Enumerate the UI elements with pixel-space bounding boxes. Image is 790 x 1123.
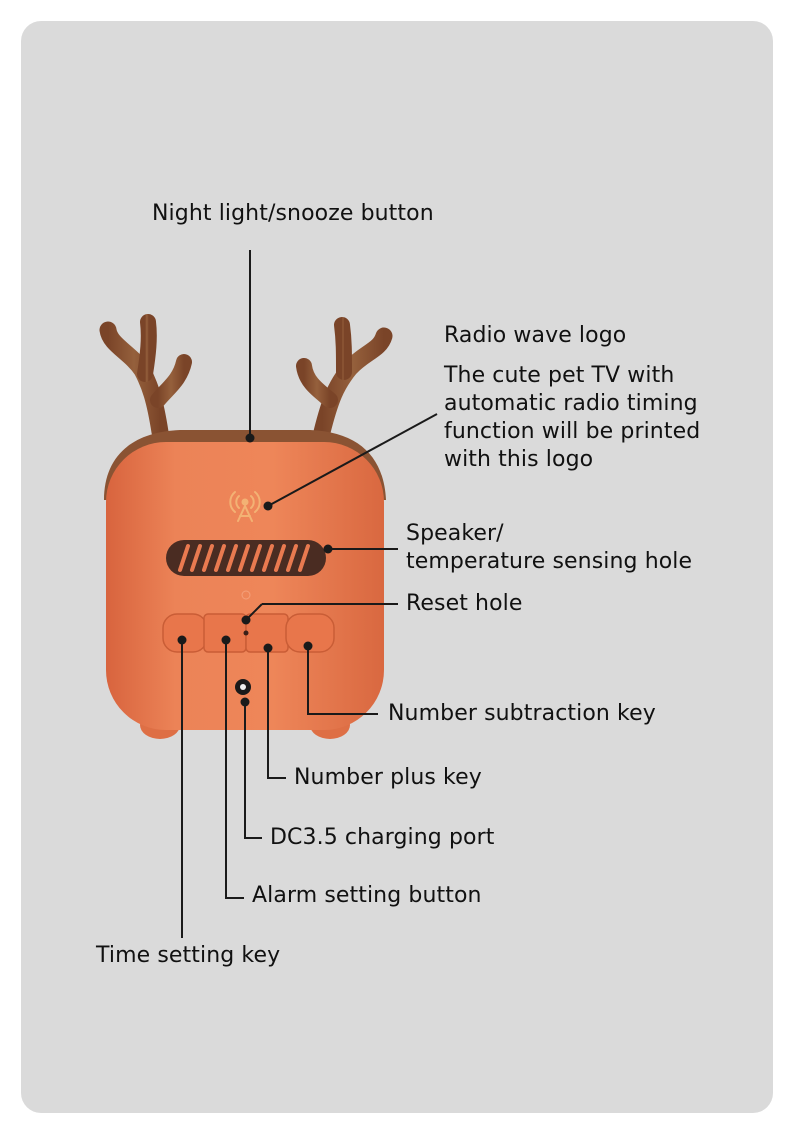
radio-desc-line: automatic radio timing (444, 391, 698, 416)
right-antler (296, 317, 393, 441)
sensor-mark (241, 590, 251, 600)
radio-logo-title-label: Radio wave logo (444, 323, 627, 348)
reset-hole-label: Reset hole (406, 591, 523, 616)
dc-port-label: DC3.5 charging port (270, 825, 495, 850)
radio-desc-line: function will be printed (444, 419, 701, 444)
button-strip (162, 613, 335, 653)
number-subtraction-label: Number subtraction key (388, 701, 656, 726)
left-antler (99, 314, 192, 441)
time-setting-label: Time setting key (96, 943, 281, 968)
radio-desc-line: with this logo (444, 447, 594, 472)
leader-lines (181, 250, 438, 938)
speaker-grille (166, 540, 326, 576)
number-plus-label: Number plus key (294, 765, 482, 790)
device-body (106, 442, 384, 730)
leader-dots (177, 433, 333, 707)
speaker-label-line: Speaker/ (406, 521, 504, 546)
radio-logo-description: The cute pet TV with automatic radio tim… (444, 362, 700, 474)
speaker-label: Speaker/ temperature sensing hole (406, 520, 692, 576)
night-light-label: Night light/snooze button (152, 201, 434, 226)
radio-desc-line: The cute pet TV with (444, 363, 675, 388)
alarm-setting-label: Alarm setting button (252, 883, 482, 908)
speaker-label-line: temperature sensing hole (406, 549, 693, 574)
reset-hole (243, 630, 249, 636)
radio-wave-logo-icon (229, 491, 261, 522)
